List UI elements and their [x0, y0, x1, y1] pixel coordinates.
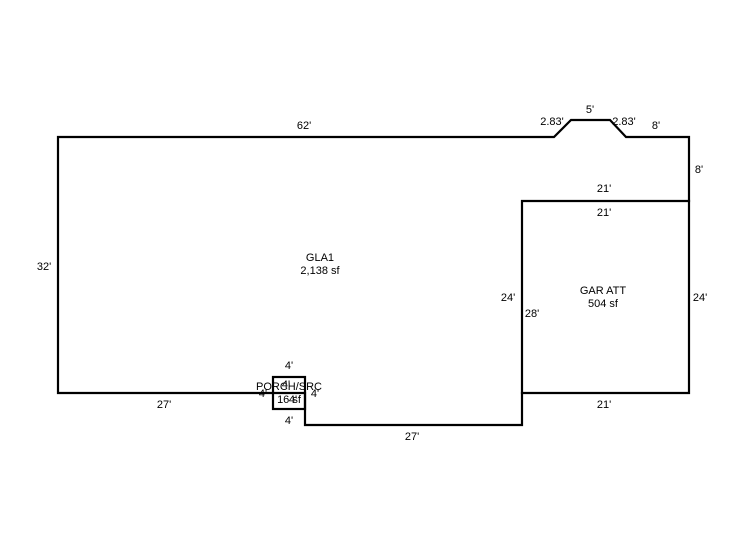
dim-bottom-mid: 27' [405, 431, 419, 443]
gla1-size: 2,138 sf [300, 265, 340, 277]
dim-right-upper: 8' [695, 164, 703, 176]
dim-garage-left-wall: 28' [525, 308, 539, 320]
dim-bay-left: 2.83' [540, 116, 564, 128]
gla1-outline [56, 118, 691, 427]
porch-size: 16 sf [277, 394, 302, 406]
dim-top-right: 8' [652, 120, 660, 132]
garage-size: 504 sf [588, 298, 619, 310]
dim-garage-bottom: 21' [597, 399, 611, 411]
dim-gla-garage-wall: 24' [501, 292, 515, 304]
dim-garage-top-inner: 21' [597, 207, 611, 219]
dim-porch-top: 4' [285, 360, 293, 372]
dim-garage-right: 24' [693, 292, 707, 304]
dim-garage-top-outer: 21' [597, 183, 611, 195]
dim-porch-left: 4' [259, 388, 267, 400]
dim-bay-top: 5' [586, 104, 594, 116]
porch-name: PORCH/SRC [256, 381, 322, 393]
dim-porch-right: 4' [311, 388, 319, 400]
porch-outline [271, 375, 307, 411]
dim-left-side: 32' [37, 261, 51, 273]
garage-wall [520, 199, 691, 395]
dim-porch-inner-bottom: 4' [289, 394, 297, 406]
gla1-name: GLA1 [306, 252, 334, 264]
dim-porch-bottom: 4' [285, 415, 293, 427]
dim-bottom-left: 27' [157, 399, 171, 411]
garage-name: GAR ATT [580, 285, 627, 297]
dim-top-main: 62' [297, 120, 311, 132]
dim-porch-inner-top: 4' [282, 379, 290, 391]
dim-bay-right: 2.83' [612, 116, 636, 128]
